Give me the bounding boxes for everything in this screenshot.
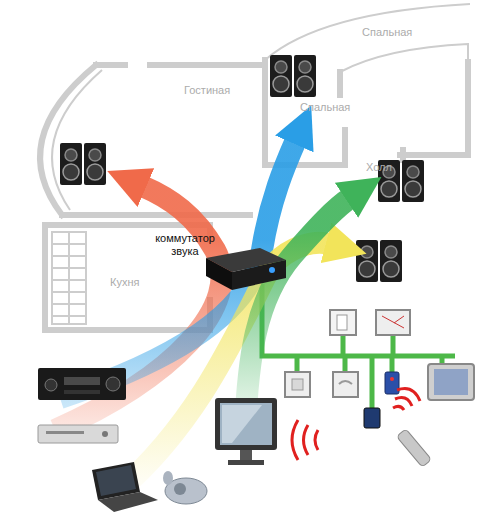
ir-wave [393, 406, 404, 410]
control-bus [262, 284, 455, 410]
bus-stub [297, 334, 442, 410]
switch-box-symbol [202, 246, 290, 294]
tv-glare [222, 405, 262, 443]
wall-switch [376, 310, 410, 335]
box-side [206, 258, 232, 290]
ir-wave [397, 388, 420, 401]
dvd-slot [46, 431, 84, 434]
ir-wave [292, 420, 298, 460]
ir-waves [292, 388, 420, 460]
laptop-base [98, 492, 158, 512]
panel-sensor [339, 381, 352, 384]
stair-steps [52, 232, 86, 324]
ir-sensor [385, 372, 399, 394]
tv-frame [215, 398, 277, 450]
wall [337, 72, 343, 95]
curved-wall [265, 4, 470, 60]
laptop-display [96, 465, 136, 496]
receiver-knob [45, 379, 57, 391]
ir-wave [304, 425, 309, 455]
receiver-knob [106, 377, 120, 391]
ir-wave [315, 430, 318, 450]
laptop [92, 462, 158, 512]
switch-key [337, 315, 347, 330]
device-label: коммутатор звука [146, 232, 224, 258]
tv-stand [240, 450, 252, 460]
touch-screen [434, 369, 468, 395]
wall [400, 62, 468, 160]
wall [96, 62, 265, 68]
room-name: Спальная [300, 101, 350, 113]
speaker-pair [356, 240, 402, 282]
cd-player [163, 471, 207, 504]
speaker-pair [60, 143, 106, 185]
television [215, 398, 277, 465]
receiver-body [38, 368, 126, 400]
wall [62, 212, 250, 218]
panel-button [292, 379, 303, 390]
power-led [269, 267, 275, 273]
stairs-outline [52, 232, 86, 324]
sensor-led [390, 377, 394, 381]
speaker-pair [270, 55, 316, 97]
box-front [232, 260, 286, 290]
switch-indicator [382, 316, 404, 328]
tv-base [228, 460, 264, 465]
control-devices [285, 310, 474, 467]
ir-wave [395, 398, 412, 406]
sound-switch: коммутатор звука [146, 230, 291, 294]
staircase [52, 232, 86, 324]
wall-panel [285, 372, 310, 397]
room-name: Кухня [110, 276, 139, 288]
dvd-button [102, 431, 108, 437]
room-name: Гостиная [184, 84, 230, 96]
wall-panel [333, 372, 358, 397]
av-receiver [38, 368, 126, 400]
dvd-player [38, 425, 118, 443]
curved-wall [40, 65, 96, 215]
cd-headphone [163, 471, 173, 485]
curved-wall [52, 70, 102, 210]
curved-wall [340, 44, 468, 72]
receiver-display [64, 377, 100, 385]
cd-lid [174, 483, 186, 495]
signal-arrow [120, 243, 330, 490]
ir-transmitter [364, 408, 380, 428]
thin-walls [52, 4, 470, 210]
room-name: Холл [366, 161, 392, 173]
tv-screen [220, 403, 272, 445]
touch-panel [428, 364, 474, 400]
receiver-buttons [64, 390, 100, 394]
room-name: Спальная [362, 26, 412, 38]
wall-switch [330, 310, 356, 335]
remote-control [397, 429, 432, 467]
bus-line [262, 284, 455, 356]
dvd-body [38, 425, 118, 443]
